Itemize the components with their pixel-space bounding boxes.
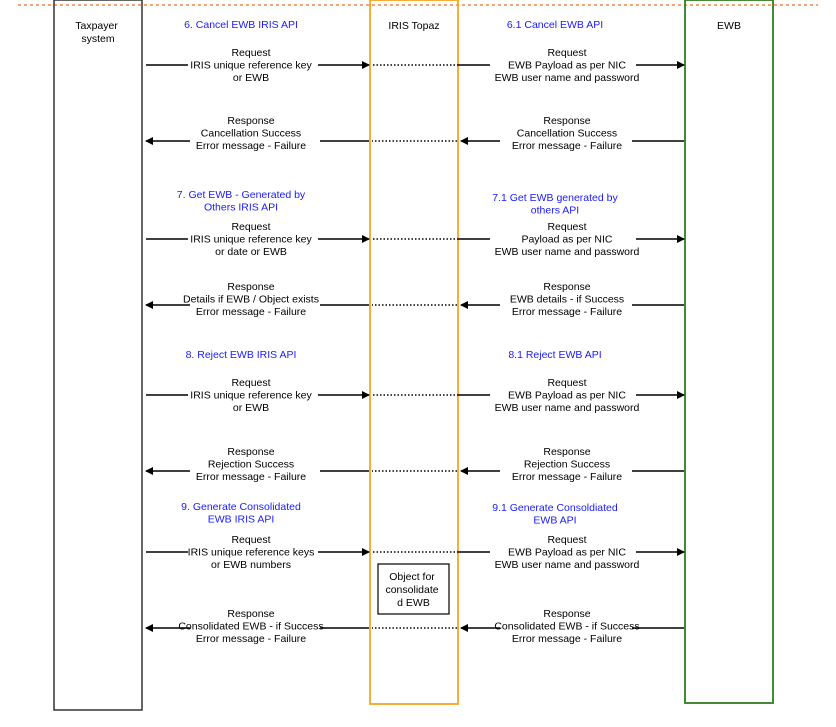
iris-lane-title: IRIS Topaz [388,20,439,32]
right-api-title: 8.1 Reject EWB API [508,349,601,361]
ewb-lane-title: EWB [717,20,741,32]
left-api-title: 8. Reject EWB IRIS API [186,349,297,361]
ewb-lane [684,0,774,704]
right-api-title: 6.1 Cancel EWB API [507,19,603,31]
sections-layer: 6. Cancel EWB IRIS API 6.1 Cancel EWB API… [145,19,685,645]
iris-topaz-lane [369,0,459,705]
object-box [377,563,450,615]
taxpayer-lane [53,0,143,711]
taxpayer-lane-title: Taxpayer system [75,20,121,45]
object-box-label: Object for consolidate d EWB [385,571,441,609]
left-api-title: 6. Cancel EWB IRIS API [184,19,298,31]
